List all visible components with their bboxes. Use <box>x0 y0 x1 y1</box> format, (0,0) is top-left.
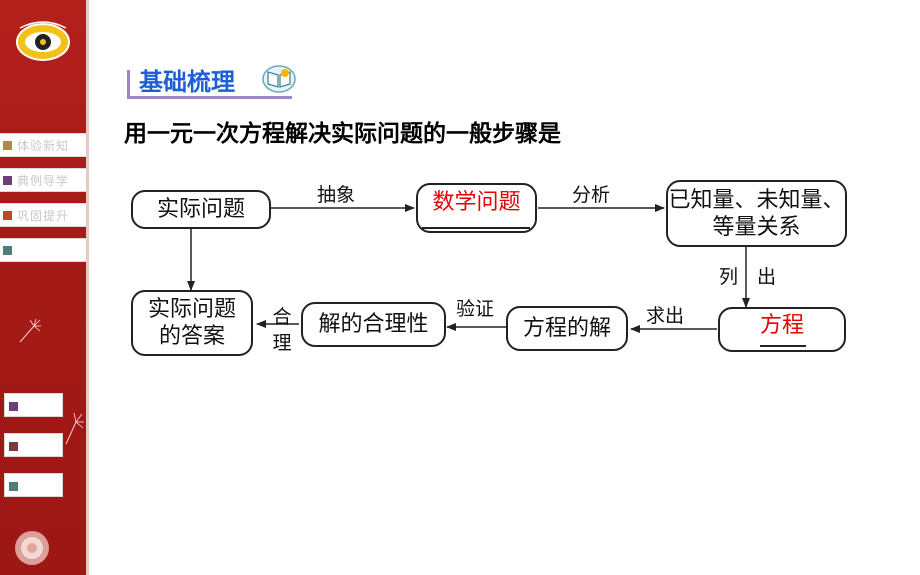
intro-text: 用一元一次方程解决实际问题的一般步骤是 <box>124 121 561 147</box>
nav-item-current[interactable] <box>0 238 86 262</box>
nav-item-label: 体验新知 <box>17 138 70 153</box>
button-marker-icon <box>9 442 18 451</box>
nav-marker-icon <box>3 140 12 150</box>
node-label-line2: 等量关系 <box>712 214 801 240</box>
node-label: 方程的解 <box>522 316 611 341</box>
node-label: 实际问题 <box>156 197 245 222</box>
node-label: 解的合理性 <box>318 312 429 337</box>
section-heading: 基础梳理 <box>139 68 235 96</box>
heading-accent-bar <box>127 70 130 98</box>
mini-button-2[interactable] <box>4 433 63 457</box>
nav-marker-icon <box>3 245 12 255</box>
button-marker-icon <box>9 482 18 491</box>
nav-marker-icon <box>3 210 12 220</box>
node-label: 数学问题 <box>432 190 521 215</box>
node-real-problem: 实际问题 <box>131 190 271 229</box>
nav-item-label: 巩固提升 <box>17 208 70 223</box>
nav-item-2[interactable]: 典例导学 <box>0 168 86 192</box>
button-marker-icon <box>9 402 18 411</box>
node-reasonable: 解的合理性 <box>301 302 446 347</box>
edge-label-solve: 求出 <box>646 305 685 327</box>
node-label-line1: 实际问题 <box>147 297 236 322</box>
nav-item-3[interactable]: 巩固提升 <box>0 203 86 227</box>
edge-label-reason-1: 合 <box>272 306 292 328</box>
node-relations: 已知量、未知量、 等量关系 <box>666 180 847 247</box>
fill-in-blank-line <box>760 345 806 347</box>
sidebar: 体验新知 典例导学 巩固提升 <box>0 0 86 575</box>
node-answer: 实际问题 的答案 <box>131 290 253 356</box>
edge-label-list: 列 <box>719 266 739 288</box>
dandelion-seed-icon <box>19 318 41 343</box>
heading-underline <box>127 96 292 99</box>
fill-in-blank-line <box>422 227 530 229</box>
open-book-icon <box>262 65 296 93</box>
node-math-problem: 数学问题 <box>416 183 537 233</box>
dandelion-flower-icon <box>15 531 49 565</box>
dandelion-seed-icon <box>65 412 84 445</box>
node-label-line2: 的答案 <box>158 324 225 349</box>
nav-item-label: 典例导学 <box>17 173 70 188</box>
edge-label-abstract: 抽象 <box>317 184 356 206</box>
edge-label-out: 出 <box>757 266 777 288</box>
mini-button-3[interactable] <box>4 473 63 497</box>
edge-label-reason: 合 理 <box>271 304 293 356</box>
node-label-line1: 已知量、未知量、 <box>668 187 845 213</box>
school-logo <box>16 21 70 61</box>
mini-button-1[interactable] <box>4 393 63 417</box>
node-solution: 方程的解 <box>506 306 628 351</box>
edge-label-reason-2: 理 <box>272 332 292 354</box>
edge-label-analyze: 分析 <box>572 184 611 206</box>
sidebar-divider <box>86 0 89 575</box>
node-equation: 方程 <box>718 307 846 352</box>
node-label: 方程 <box>759 313 804 338</box>
nav-marker-icon <box>3 175 12 185</box>
nav-item-1[interactable]: 体验新知 <box>0 133 86 157</box>
edge-label-verify: 验证 <box>456 298 495 320</box>
